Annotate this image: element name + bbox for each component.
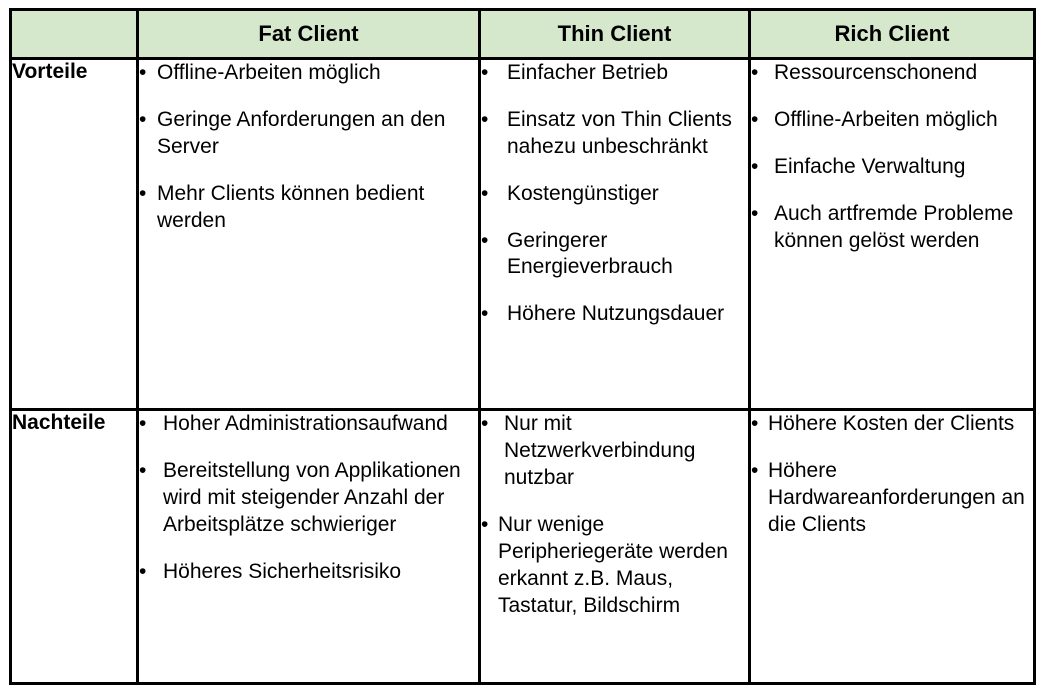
bullet-icon: • [751,61,759,84]
bullet-list: • Einfacher Betrieb • Einsatz von Thin C… [481,60,748,328]
bullet-icon: • [481,61,489,84]
list-item-text: Kostengünstiger [507,181,659,205]
list-item: • Bereitstellung von Applikationen wird … [139,458,478,539]
bullet-list: • Offline-Arbeiten möglich • Geringe Anf… [139,60,478,234]
list-item-text: Offline-Arbeiten möglich [774,107,998,131]
list-item-text: Höheres Sicherheitsrisiko [163,559,402,583]
list-item-text: Nur mit Netzwerkverbindung nutzbar [504,412,696,490]
header-corner-cell [9,8,139,60]
list-item: • Kostengünstiger [481,181,748,208]
row-label-vorteile: Vorteile [9,56,139,412]
bullet-icon: • [481,228,489,252]
list-item-text: Bereitstellung von Applikationen wird mi… [163,459,461,536]
bullet-icon: • [751,459,759,483]
table-header-row: Fat Client Thin Client Rich Client [9,8,1036,60]
client-comparison-table: Fat Client Thin Client Rich Client Vorte… [9,8,1036,685]
bullet-icon: • [139,412,147,436]
list-item: • Höhere Nutzungsdauer [481,301,748,328]
list-item: • Geringe Anforderungen an den Server [139,107,478,161]
bullet-list: • Hoher Administrationsaufwand • Bereits… [139,411,478,585]
table-row-nachteile: Nachteile • Hoher Administrationsaufwand… [9,408,1036,685]
table-row-vorteile: Vorteile • Offline-Arbeiten möglich • Ge… [9,56,1036,412]
list-item-text: Höhere Kosten der Clients [768,412,1015,436]
bullet-list: • Ressourcenschonend • Offline-Arbeiten … [751,60,1033,254]
bullet-icon: • [139,559,147,583]
cell-nachteile-fat-client: • Hoher Administrationsaufwand • Bereits… [136,408,481,685]
list-item-text: Höhere Hardwareanforderungen an die Clie… [768,459,1025,536]
list-item: • Einfache Verwaltung [751,154,1033,181]
bullet-icon: • [139,61,147,84]
list-item: • Offline-Arbeiten möglich [751,107,1033,134]
list-item: • Ressourcenschonend [751,60,1033,87]
list-item-text: Höhere Nutzungsdauer [507,302,725,326]
bullet-icon: • [481,513,489,536]
list-item: • Hoher Administrationsaufwand [139,411,478,438]
row-label-nachteile: Nachteile [9,408,139,685]
list-item: • Höheres Sicherheitsrisiko [139,559,478,586]
column-header-thin-client: Thin Client [478,8,751,60]
list-item: • Mehr Clients können bedient werden [139,181,478,235]
bullet-icon: • [751,107,759,131]
list-item: • Höhere Hardwareanforderungen an die Cl… [751,458,1033,539]
cell-vorteile-fat-client: • Offline-Arbeiten möglich • Geringe Anf… [136,56,481,412]
list-item: • Höhere Kosten der Clients [751,411,1033,438]
cell-vorteile-thin-client: • Einfacher Betrieb • Einsatz von Thin C… [478,56,751,412]
bullet-list: • Nur mit Netzwerkverbindung nutzbar • N… [481,411,748,619]
column-header-rich-client: Rich Client [748,8,1036,60]
bullet-list: • Höhere Kosten der Clients • Höhere Har… [751,411,1033,539]
list-item-text: Einfache Verwaltung [774,154,966,178]
list-item-text: Geringerer Energieverbrauch [507,228,673,279]
cell-nachteile-thin-client: • Nur mit Netzwerkverbindung nutzbar • N… [478,408,751,685]
list-item: • Auch artfremde Probleme können gelöst … [751,201,1033,255]
list-item-text: Einsatz von Thin Clients nahezu unbeschr… [507,107,732,158]
list-item-text: Nur wenige Peripheriegeräte werden erkan… [498,513,728,617]
bullet-icon: • [139,107,147,131]
cell-nachteile-rich-client: • Höhere Kosten der Clients • Höhere Har… [748,408,1036,685]
list-item-text: Offline-Arbeiten möglich [157,61,381,84]
bullet-icon: • [751,154,759,178]
column-header-fat-client: Fat Client [136,8,481,60]
bullet-icon: • [481,181,489,205]
list-item-text: Mehr Clients können bedient werden [157,181,425,232]
list-item: • Einsatz von Thin Clients nahezu unbesc… [481,107,748,161]
list-item-text: Hoher Administrationsaufwand [163,412,448,436]
list-item-text: Einfacher Betrieb [507,61,669,84]
list-item: • Offline-Arbeiten möglich [139,60,478,87]
bullet-icon: • [481,302,489,326]
bullet-icon: • [481,412,489,436]
list-item: • Geringerer Energieverbrauch [481,228,748,282]
cell-vorteile-rich-client: • Ressourcenschonend • Offline-Arbeiten … [748,56,1036,412]
list-item-text: Ressourcenschonend [774,61,978,84]
list-item: • Einfacher Betrieb [481,60,748,87]
list-item: • Nur wenige Peripheriegeräte werden erk… [481,512,748,620]
bullet-icon: • [751,412,759,436]
bullet-icon: • [139,181,147,205]
list-item-text: Auch artfremde Probleme können gelöst we… [774,201,1014,252]
client-comparison-table-wrapper: Fat Client Thin Client Rich Client Vorte… [9,8,1036,685]
bullet-icon: • [751,201,759,225]
list-item-text: Geringe Anforderungen an den Server [157,107,446,158]
list-item: • Nur mit Netzwerkverbindung nutzbar [481,411,748,492]
bullet-icon: • [139,459,147,483]
bullet-icon: • [481,107,489,131]
